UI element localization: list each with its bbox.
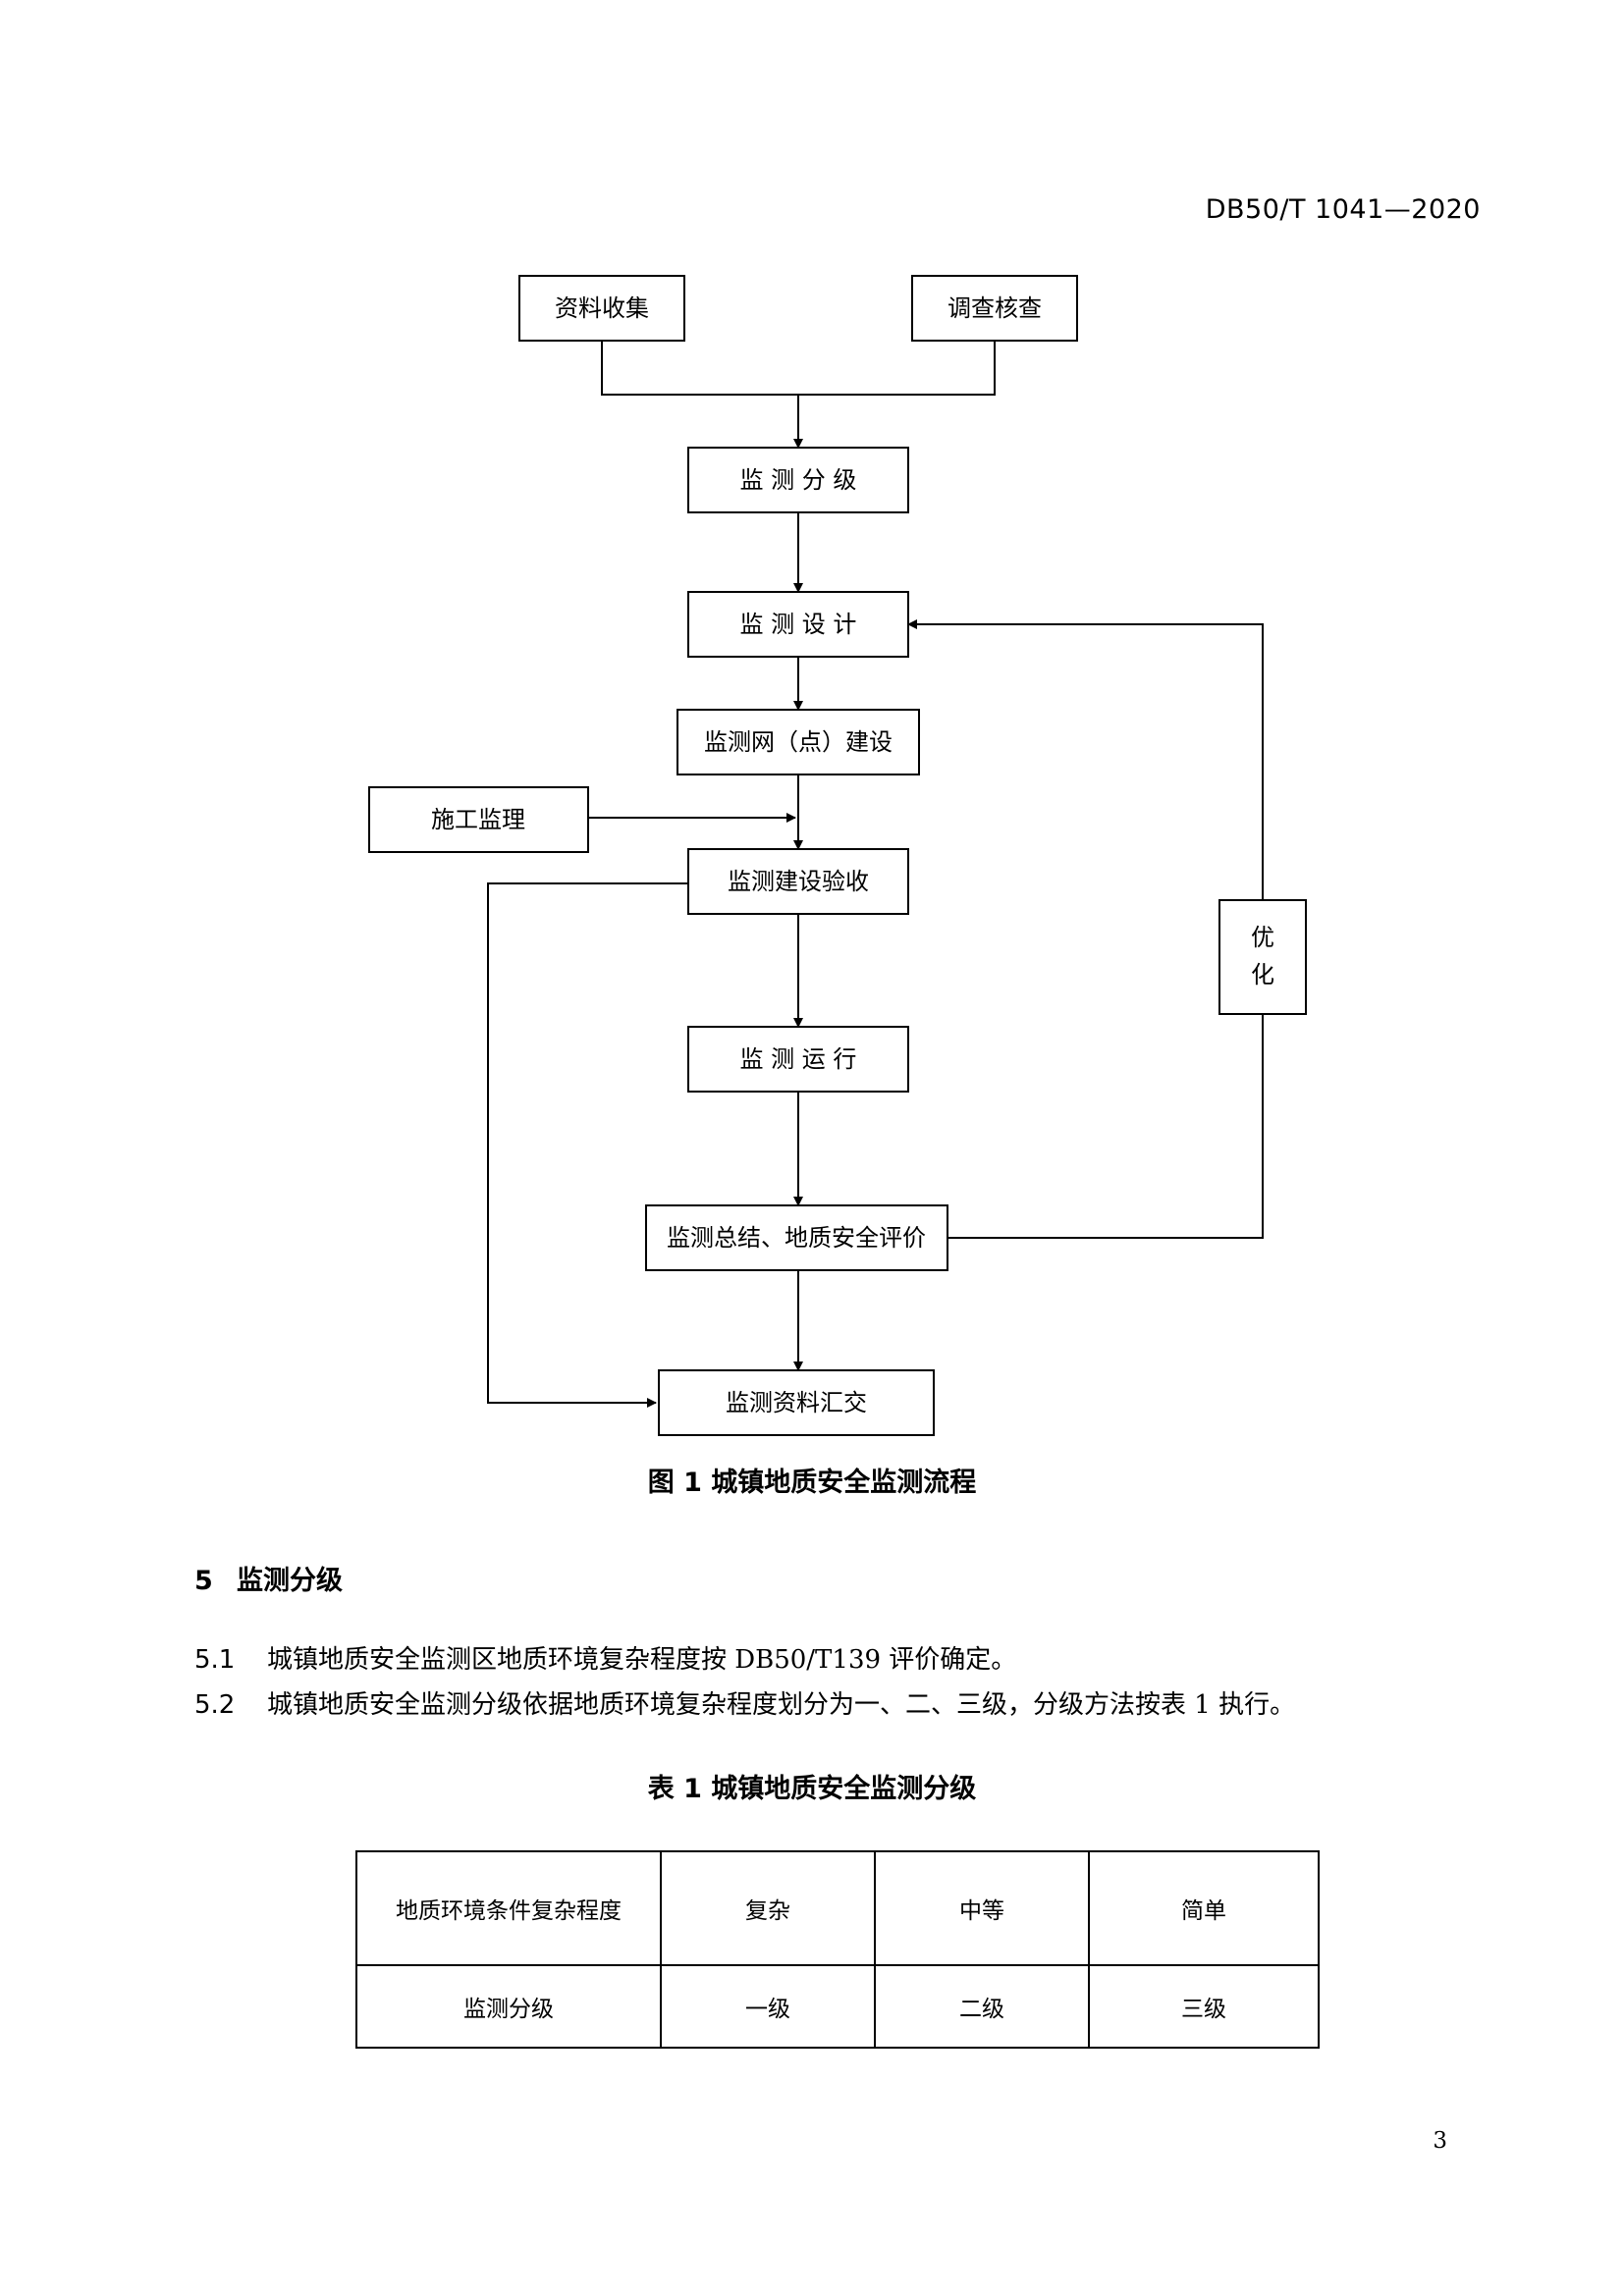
box-summary-evaluation	[645, 1204, 948, 1271]
arrow-acceptance-to-submission	[487, 882, 687, 1408]
box-acceptance	[687, 848, 909, 915]
grading-table: 地质环境条件复杂程度 复杂 中等 简单 监测分级 一级 二级 三级	[355, 1850, 1320, 2049]
label-acceptance: 监测建设验收	[728, 868, 869, 895]
label-network-construction: 监测网（点）建设	[704, 728, 893, 756]
label-grading: 监 测 分 级	[740, 466, 857, 494]
clause-5-2: 5.2 城镇地质安全监测分级依据地质环境复杂程度划分为一、二、三级，分级方法按表 …	[194, 1684, 1295, 1721]
box-optimize	[1218, 899, 1307, 1015]
clause-number: 5.2	[194, 1690, 236, 1720]
connector-collection-merge	[601, 341, 996, 396]
document-code: DB50/T 1041—2020	[1205, 194, 1481, 225]
clause-text: 城镇地质安全监测分级依据地质环境复杂程度划分为一、二、三级，分级方法按表 1 执…	[267, 1690, 1296, 1720]
section-heading: 5 监测分级	[194, 1559, 343, 1597]
label-optimize-2: 化	[1251, 961, 1274, 988]
label-submission: 监测资料汇交	[726, 1389, 867, 1416]
clause-text: 城镇地质安全监测区地质环境复杂程度按 DB50/T139 评价确定。	[267, 1645, 1017, 1675]
label-operation: 监 测 运 行	[740, 1045, 857, 1073]
box-network-construction	[677, 709, 920, 775]
flowchart: 资料收集 调查核查 监 测 分 级 监 测 设 计 监测网（点）建设 施工监理 …	[368, 275, 1307, 1436]
figure-caption: 图 1 城镇地质安全监测流程	[647, 1468, 977, 1498]
table-cell: 地质环境条件复杂程度	[355, 1850, 662, 1966]
box-operation	[687, 1026, 909, 1093]
section-number: 5	[194, 1566, 213, 1596]
table-cell: 中等	[874, 1850, 1090, 1966]
label-summary-evaluation: 监测总结、地质安全评价	[667, 1224, 926, 1252]
table-cell: 监测分级	[355, 1964, 662, 2049]
clause-number: 5.1	[194, 1645, 236, 1675]
label-data-collection: 资料收集	[555, 294, 649, 322]
clause-5-1: 5.1 城镇地质安全监测区地质环境复杂程度按 DB50/T139 评价确定。	[194, 1639, 1016, 1676]
box-data-collection	[518, 275, 685, 342]
box-construction-supervision	[368, 786, 589, 853]
label-optimize-1: 优	[1251, 924, 1274, 951]
table-cell: 三级	[1088, 1964, 1320, 2049]
label-survey-check: 调查核查	[947, 294, 1042, 322]
connector-summary-to-optimize	[947, 1014, 1264, 1239]
table-cell: 二级	[874, 1964, 1090, 2049]
box-submission	[658, 1369, 935, 1436]
table-row: 地质环境条件复杂程度 复杂 中等 简单	[355, 1850, 1320, 1966]
arrow-optimize-to-design	[907, 619, 1264, 900]
page-number: 3	[1433, 2128, 1447, 2154]
label-design: 监 测 设 计	[740, 611, 857, 638]
table-row: 监测分级 一级 二级 三级	[355, 1964, 1320, 2049]
table-title: 表 1 城镇地质安全监测分级	[647, 1774, 977, 1804]
table-cell: 复杂	[660, 1850, 876, 1966]
table-cell: 简单	[1088, 1850, 1320, 1966]
box-grading	[687, 447, 909, 513]
table-cell: 一级	[660, 1964, 876, 2049]
box-survey-check	[911, 275, 1078, 342]
section-title: 监测分级	[237, 1566, 343, 1596]
box-design	[687, 591, 909, 658]
label-construction-supervision: 施工监理	[431, 806, 525, 833]
